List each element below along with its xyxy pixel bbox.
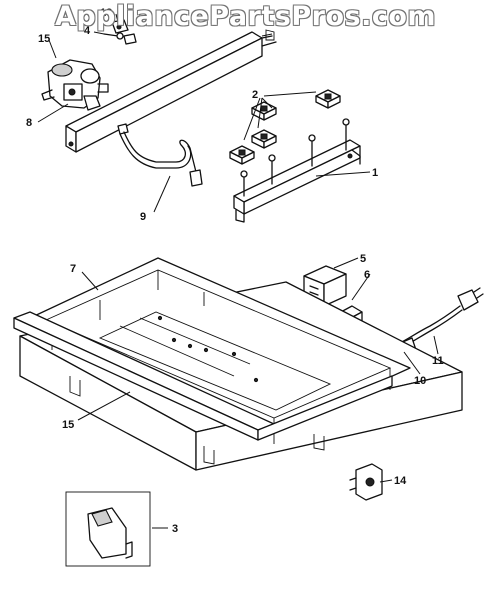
burner-cap-bottom-left[interactable] (229, 145, 255, 165)
valve-small-part[interactable] (123, 33, 137, 45)
gas-tube[interactable] (117, 123, 203, 187)
valve-screw-4[interactable] (103, 32, 124, 40)
callout-3: 3 (172, 523, 178, 535)
callout-10: 10 (414, 375, 426, 387)
callout-4: 4 (84, 25, 91, 37)
callout-1: 1 (372, 167, 378, 179)
manifold-pipe[interactable] (65, 29, 277, 153)
callout-9: 9 (140, 211, 146, 223)
leader-lines (37, 13, 439, 529)
callout-5: 5 (360, 253, 366, 265)
callout-2: 2 (252, 89, 258, 101)
callout-11: 11 (432, 355, 444, 367)
watermark-logo: AppliancePartsPros.com (54, 1, 437, 32)
callout-15-top: 15 (38, 33, 50, 45)
valve-fitting-13[interactable] (111, 19, 129, 34)
callout-7: 7 (70, 263, 76, 275)
burner-cap-top-left[interactable] (251, 101, 277, 121)
burner-cap-bottom-right[interactable] (251, 129, 277, 149)
burner-rail[interactable] (233, 118, 361, 223)
shield-detail-box[interactable] (65, 491, 151, 567)
callout-14: 14 (394, 475, 407, 487)
callout-13: 13 (100, 7, 112, 19)
callout-6: 6 (364, 269, 370, 281)
callouts: 13 4 15 8 9 2 1 7 5 6 15 11 10 14 3 (26, 7, 444, 535)
callout-15-tray: 15 (62, 419, 74, 431)
burner-box[interactable] (13, 257, 463, 471)
gas-valve-assembly[interactable] (41, 59, 109, 111)
switch-part[interactable] (349, 463, 383, 501)
callout-8: 8 (26, 117, 32, 129)
burner-cap-top-right[interactable] (315, 89, 341, 109)
